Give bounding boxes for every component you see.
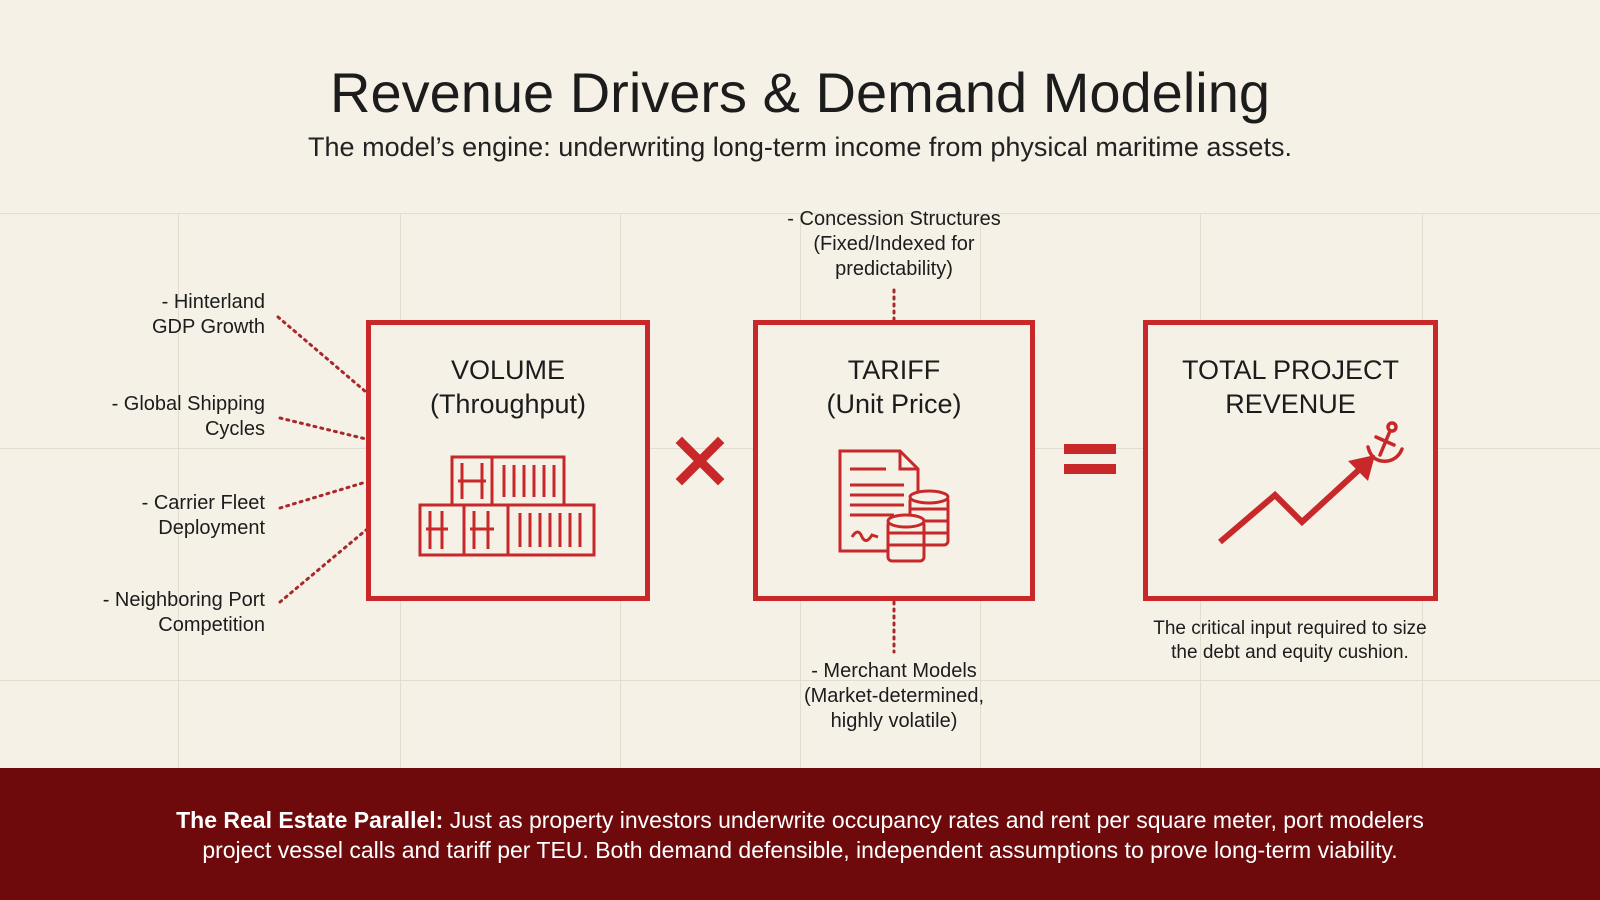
tariff-subtitle: (Unit Price)	[826, 389, 962, 419]
banner-text: The Real Estate Parallel: Just as proper…	[80, 805, 1520, 865]
connector-competition	[278, 528, 368, 604]
page-subtitle: The model’s engine: underwriting long-te…	[308, 132, 1292, 162]
revenue-title-line2: REVENUE	[1225, 389, 1356, 419]
revenue-caption: The critical input required to size the …	[1153, 618, 1427, 663]
tariff-title: TARIFF	[847, 355, 941, 385]
page-title: Revenue Drivers & Demand Modeling	[330, 61, 1270, 124]
shipping-containers-icon	[418, 455, 596, 557]
real-estate-parallel-banner: The Real Estate Parallel: Just as proper…	[0, 768, 1600, 900]
volume-title: VOLUME	[450, 355, 566, 385]
volume-box: VOLUME (Throughput)	[366, 320, 650, 601]
tariff-box: TARIFF (Unit Price)	[753, 320, 1035, 601]
connector-hinterland	[276, 315, 368, 394]
driver-merchant-models: - Merchant Models (Market-determined, hi…	[803, 660, 985, 732]
banner-line2: project vessel calls and tariff per TEU.…	[202, 837, 1398, 863]
driver-neighboring-port-competition: - Neighboring Port Competition	[102, 589, 265, 636]
volume-subtitle: (Throughput)	[429, 389, 587, 419]
revenue-box: TOTAL PROJECT REVENUE	[1143, 320, 1438, 601]
multiply-icon	[675, 436, 725, 486]
driver-carrier-fleet-deployment: - Carrier Fleet Deployment	[141, 492, 265, 539]
connector-carrier	[278, 480, 368, 510]
equals-icon	[1064, 444, 1116, 474]
revenue-title-line1: TOTAL PROJECT	[1181, 355, 1400, 385]
rising-trend-anchor-icon	[1218, 421, 1404, 545]
driver-hinterland-gdp: - Hinterland GDP Growth	[152, 291, 265, 338]
document-and-coins-icon	[838, 449, 950, 563]
connector-shipping	[278, 416, 368, 441]
banner-lead: The Real Estate Parallel:	[176, 807, 444, 833]
driver-concession-structures: - Concession Structures (Fixed/Indexed f…	[787, 208, 1001, 280]
banner-line1: Just as property investors underwrite oc…	[443, 807, 1424, 833]
driver-global-shipping-cycles: - Global Shipping Cycles	[111, 393, 265, 440]
